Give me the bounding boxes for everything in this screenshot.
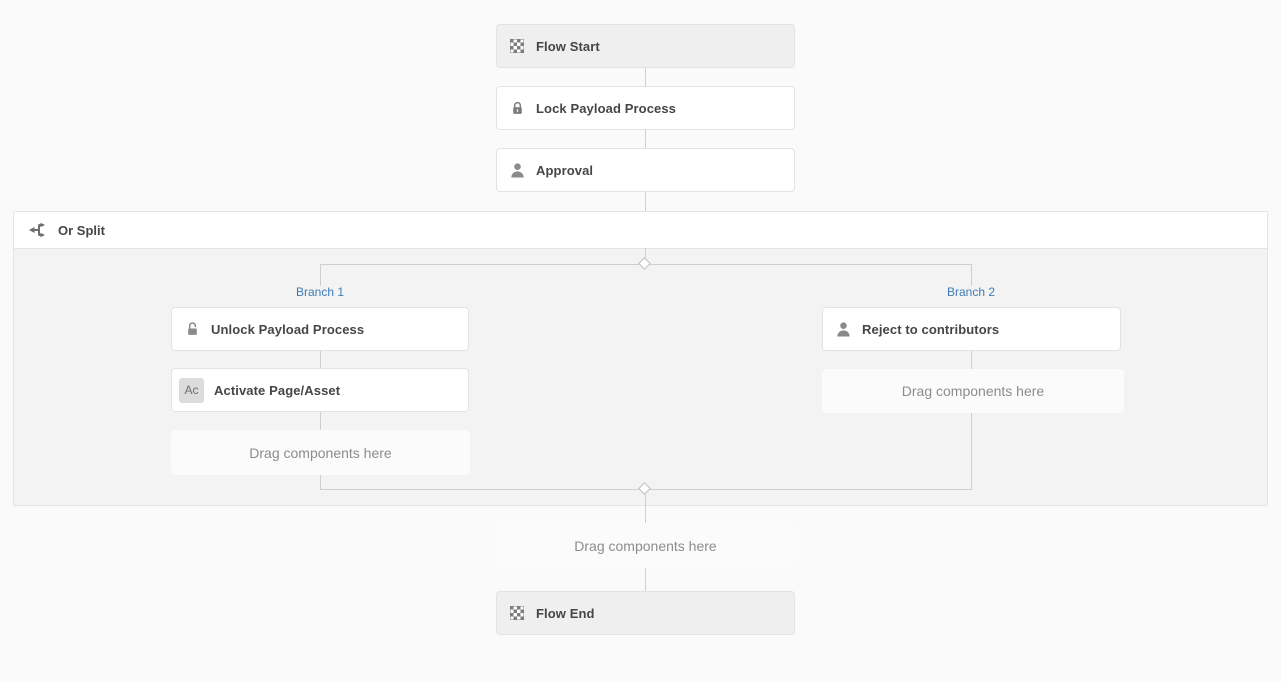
user-icon bbox=[508, 161, 526, 179]
node-flow-start[interactable]: Flow Start bbox=[496, 24, 795, 68]
node-label: Flow End bbox=[536, 605, 595, 621]
checkerboard-icon bbox=[508, 604, 526, 622]
lock-icon bbox=[508, 99, 526, 117]
connector-line bbox=[645, 489, 646, 523]
connector-line bbox=[645, 192, 646, 211]
node-label: Flow Start bbox=[536, 38, 600, 54]
branch-1-label: Branch 1 bbox=[295, 285, 345, 299]
branch-2-dropzone[interactable]: Drag components here bbox=[822, 369, 1124, 413]
node-reject-to-contributors[interactable]: Reject to contributors bbox=[822, 307, 1121, 351]
unlock-icon bbox=[183, 320, 201, 338]
user-icon bbox=[834, 320, 852, 338]
node-lock-payload-process[interactable]: Lock Payload Process bbox=[496, 86, 795, 130]
branch-1-dropzone[interactable]: Drag components here bbox=[171, 430, 470, 475]
bottom-dropzone[interactable]: Drag components here bbox=[496, 523, 795, 568]
split-icon bbox=[28, 221, 46, 239]
connector-line bbox=[971, 264, 972, 286]
or-split-header[interactable]: Or Split bbox=[14, 212, 1267, 249]
connector-line bbox=[971, 413, 972, 489]
node-label: Approval bbox=[536, 162, 594, 178]
node-label: Lock Payload Process bbox=[536, 100, 677, 116]
node-label: Unlock Payload Process bbox=[211, 321, 365, 337]
connector-line bbox=[320, 412, 321, 430]
node-activate-page-asset[interactable]: Ac Activate Page/Asset bbox=[171, 368, 469, 412]
checkerboard-icon bbox=[508, 37, 526, 55]
connector-line bbox=[645, 568, 646, 591]
or-split-label: Or Split bbox=[58, 222, 105, 238]
connector-line bbox=[645, 248, 646, 264]
node-label: Reject to contributors bbox=[862, 321, 1000, 337]
node-flow-end[interactable]: Flow End bbox=[496, 591, 795, 635]
connector-line bbox=[645, 130, 646, 150]
node-approval[interactable]: Approval bbox=[496, 148, 795, 192]
connector-line bbox=[320, 475, 321, 489]
branch-2-label: Branch 2 bbox=[946, 285, 996, 299]
connector-line bbox=[971, 351, 972, 369]
connector-line bbox=[320, 264, 321, 286]
connector-line bbox=[645, 68, 646, 86]
connector-line bbox=[320, 351, 321, 368]
node-unlock-payload-process[interactable]: Unlock Payload Process bbox=[171, 307, 469, 351]
activate-badge-icon: Ac bbox=[179, 377, 204, 403]
node-label: Activate Page/Asset bbox=[214, 382, 341, 398]
